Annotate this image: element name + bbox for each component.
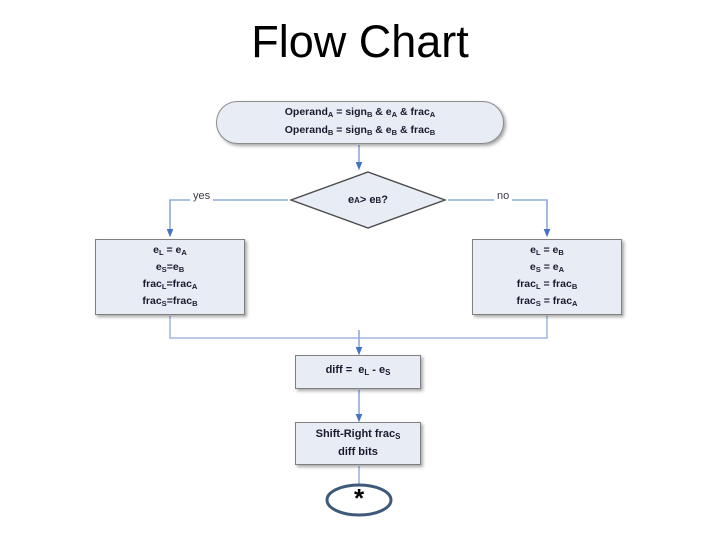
- page-title: Flow Chart: [251, 16, 469, 67]
- node-start[interactable]: OperandA = signB & eA & fracA OperandB =…: [216, 101, 504, 144]
- node-no-branch[interactable]: eL = eB eS = eA fracL = fracB fracS = fr…: [472, 239, 622, 315]
- wire-decision-yes: [166, 199, 288, 238]
- yes-line-2: eS=eB: [155, 260, 185, 274]
- shift-line-2: diff bits: [338, 445, 378, 458]
- no-line-3: fracL = fracB: [516, 278, 578, 292]
- wire-yes-to-diff: [169, 316, 359, 339]
- no-line-1: eL = eB: [530, 243, 564, 257]
- shift-line-1: Shift-Right fracS: [315, 428, 401, 442]
- start-line-2: OperandB = signB & eB & fracB: [284, 123, 436, 137]
- yes-line-4: fracS=fracB: [142, 295, 198, 309]
- node-shift-right[interactable]: Shift-Right fracS diff bits: [295, 422, 421, 465]
- wire-decision-no: [448, 199, 551, 238]
- end-symbol: *: [353, 483, 365, 513]
- start-line-1: OperandA = signB & eA & fracA: [284, 106, 436, 120]
- wire-no-to-diff: [359, 316, 548, 339]
- diamond-shape: [288, 171, 448, 229]
- edge-label-yes: yes: [190, 190, 214, 202]
- yes-line-1: eL = eA: [153, 243, 187, 257]
- yes-line-3: fracL=fracA: [142, 278, 198, 292]
- node-end[interactable]: [324, 482, 394, 518]
- diff-expression: diff = eL - eS: [325, 364, 391, 378]
- no-line-4: fracS = fracA: [516, 295, 578, 309]
- edge-label-no: no: [494, 190, 513, 202]
- node-yes-branch[interactable]: eL = eA eS=eB fracL=fracA fracS=fracB: [95, 239, 245, 315]
- node-diff[interactable]: diff = eL - eS: [295, 355, 421, 389]
- no-line-2: eS = eA: [529, 260, 565, 274]
